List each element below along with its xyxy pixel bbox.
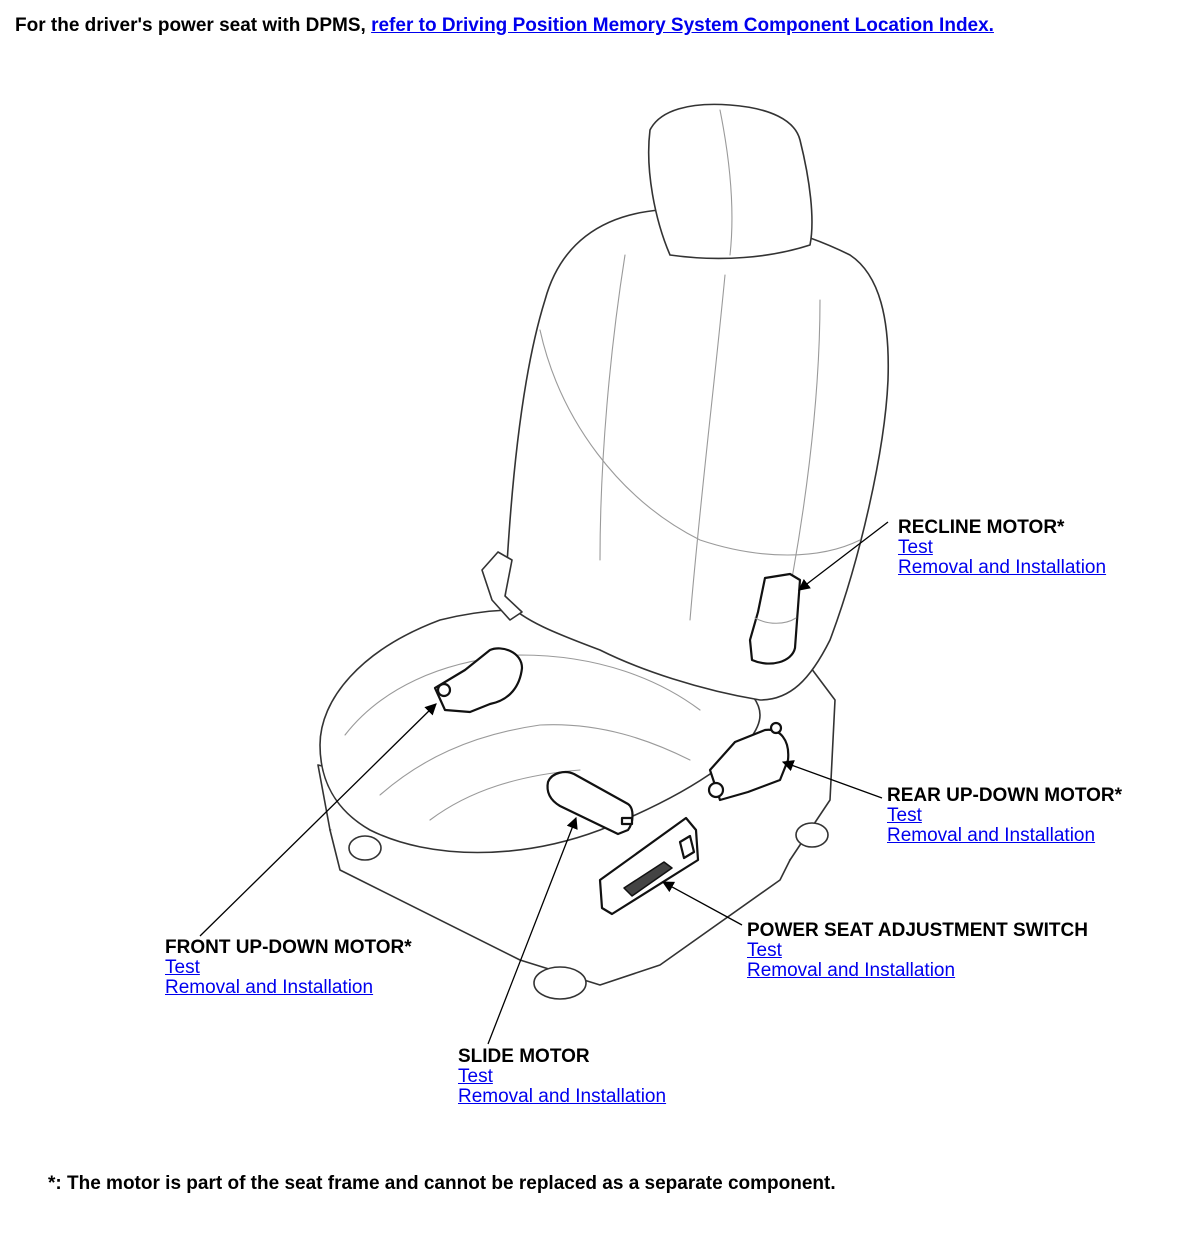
seat-back-seam-left	[599, 254, 626, 561]
leader-switch	[661, 881, 743, 926]
recline-motor-part	[748, 572, 802, 665]
rear-up-down-motor-part	[708, 728, 790, 802]
cushion-seam-1	[344, 654, 701, 736]
rear-up-down-motor-removal-link[interactable]: Removal and Installation	[887, 825, 1096, 846]
rear-up-down-motor-test-link[interactable]: Test	[887, 805, 922, 826]
seat-back-seam-mid	[689, 274, 726, 621]
seat-foot-rear	[795, 822, 829, 848]
callout-slide-motor: SLIDE MOTOR Test Removal and Installatio…	[458, 1047, 666, 1107]
seat-foot-front-right	[533, 966, 587, 1000]
leader-front-up-down	[199, 703, 437, 937]
slide-motor-shaft	[620, 816, 634, 826]
recline-motor-title: RECLINE MOTOR*	[898, 517, 1065, 538]
seat-foot-front-left	[348, 835, 382, 861]
cushion-seam-2	[379, 724, 691, 796]
rear-up-down-motor-cap	[769, 721, 783, 735]
slide-motor-test-link[interactable]: Test	[458, 1066, 493, 1087]
recline-motor-removal-link[interactable]: Removal and Installation	[898, 557, 1107, 578]
switch-panel-part	[598, 816, 700, 916]
intro-text: For the driver's power seat with DPMS,	[15, 15, 372, 36]
callout-rear-up-down-motor: REAR UP-DOWN MOTOR* Test Removal and Ins…	[887, 786, 1122, 846]
seat-back-bolster	[539, 329, 861, 556]
seat-illustration	[317, 103, 890, 1000]
seat-back	[504, 209, 890, 701]
rear-up-down-motor-title: REAR UP-DOWN MOTOR*	[887, 785, 1123, 806]
dpms-index-link[interactable]: refer to Driving Position Memory System …	[371, 15, 994, 36]
rear-up-down-motor-shaft	[707, 781, 725, 799]
slide-motor-removal-link[interactable]: Removal and Installation	[458, 1086, 667, 1107]
recline-motor-test-link[interactable]: Test	[898, 537, 933, 558]
intro-line: For the driver's power seat with DPMS, r…	[15, 15, 994, 37]
callout-front-up-down-motor: FRONT UP-DOWN MOTOR* Test Removal and In…	[165, 938, 412, 998]
power-seat-switch-title: POWER SEAT ADJUSTMENT SWITCH	[747, 920, 1088, 941]
switch-recline-knob	[678, 834, 696, 860]
seat-belt-buckle	[481, 551, 523, 621]
recline-motor-ring	[754, 617, 797, 624]
callout-power-seat-switch: POWER SEAT ADJUSTMENT SWITCH Test Remova…	[747, 921, 1088, 981]
switch-slide-knob	[623, 861, 673, 897]
footnote: *: The motor is part of the seat frame a…	[48, 1173, 836, 1194]
front-up-down-motor-part	[433, 647, 524, 714]
front-up-down-motor-removal-link[interactable]: Removal and Installation	[165, 977, 374, 998]
leader-slide	[487, 816, 578, 1045]
leader-recline	[798, 521, 889, 591]
power-seat-switch-test-link[interactable]: Test	[747, 940, 782, 961]
power-seat-switch-removal-link[interactable]: Removal and Installation	[747, 960, 956, 981]
front-up-down-motor-title: FRONT UP-DOWN MOTOR*	[165, 937, 412, 958]
headrest-seam	[719, 109, 733, 256]
front-up-down-motor-test-link[interactable]: Test	[165, 957, 200, 978]
callout-recline-motor: RECLINE MOTOR* Test Removal and Installa…	[898, 518, 1106, 578]
leader-rear-up-down	[781, 760, 883, 799]
front-up-down-motor-shaft	[436, 682, 452, 698]
slide-motor-title: SLIDE MOTOR	[458, 1046, 590, 1067]
